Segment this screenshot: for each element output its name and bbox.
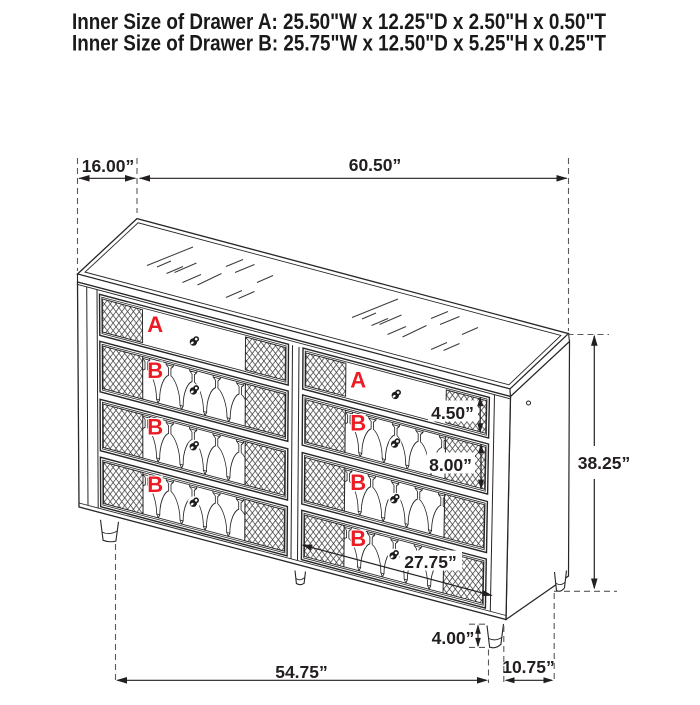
svg-text:B: B — [350, 470, 366, 495]
svg-text:B: B — [147, 358, 163, 383]
svg-text:54.75”: 54.75” — [275, 662, 328, 682]
svg-text:60.50”: 60.50” — [349, 155, 402, 175]
svg-text:A: A — [147, 312, 163, 337]
svg-text:B: B — [147, 472, 163, 497]
svg-text:38.25”: 38.25” — [578, 453, 631, 473]
svg-text:27.75”: 27.75” — [404, 552, 457, 572]
svg-text:B: B — [147, 415, 163, 440]
svg-text:Inner Size of Drawer B: 25.75": Inner Size of Drawer B: 25.75"W x 12.50"… — [72, 31, 606, 56]
svg-text:4.00”: 4.00” — [432, 628, 475, 648]
svg-text:A: A — [350, 368, 366, 393]
svg-text:4.50”: 4.50” — [431, 403, 474, 423]
svg-text:B: B — [350, 411, 366, 436]
svg-text:8.00”: 8.00” — [429, 455, 472, 475]
svg-text:Inner Size of Drawer A: 25.50": Inner Size of Drawer A: 25.50"W x 12.25"… — [72, 9, 606, 34]
svg-text:16.00”: 16.00” — [82, 156, 135, 176]
svg-text:10.75”: 10.75” — [502, 657, 555, 677]
svg-text:B: B — [350, 526, 366, 551]
